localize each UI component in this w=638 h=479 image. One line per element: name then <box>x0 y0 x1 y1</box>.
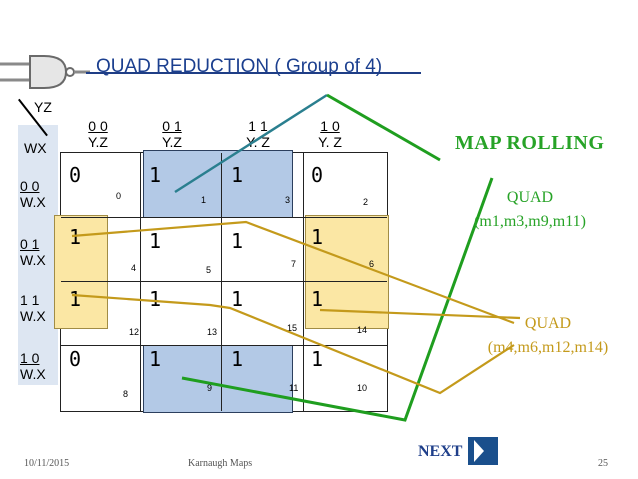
column-header-10: 1 0 Y. Z <box>318 118 342 150</box>
cell-index-m11: 11 <box>289 383 299 393</box>
karnaugh-map: 0 0 1 1 1 3 0 2 1 4 1 5 1 7 1 6 1 12 1 1… <box>54 150 389 413</box>
cell-value-m13: 1 <box>149 287 162 311</box>
row-header-band <box>18 125 58 385</box>
row-header-00: 0 0 W.X <box>20 178 46 210</box>
cell-index-m5: 5 <box>206 265 212 275</box>
cell-value-m9: 1 <box>149 347 162 371</box>
cell-value-m10: 1 <box>311 347 324 371</box>
connector-yellow-b <box>71 293 515 395</box>
cell-index-m14: 14 <box>357 325 368 335</box>
cell-value-m1: 1 <box>149 163 162 187</box>
chevron-right-icon <box>474 440 484 462</box>
cell-value-m0: 0 <box>69 163 82 187</box>
cell-index-m6: 6 <box>369 259 375 269</box>
cell-index-m10: 10 <box>357 383 368 393</box>
slide-title: QUAD REDUCTION ( Group of 4) <box>96 56 383 77</box>
cell-value-m14: 1 <box>311 287 324 311</box>
footer-date: 10/11/2015 <box>24 458 70 469</box>
cell-value-m3: 1 <box>231 163 244 187</box>
title-underline <box>86 72 421 74</box>
map-rolling-label: MAP ROLLING <box>455 132 605 154</box>
and-gate-icon <box>0 55 90 89</box>
next-label[interactable]: NEXT <box>418 443 463 460</box>
connector-green-b <box>181 177 494 422</box>
column-header-11: 1 1 Y. Z <box>246 118 270 150</box>
cell-index-m2: 2 <box>363 197 369 207</box>
corner-label-yz: YZ <box>34 99 52 115</box>
cell-index-m9: 9 <box>207 383 213 393</box>
page-number: 25 <box>598 458 608 469</box>
cell-index-m12: 12 <box>129 327 140 337</box>
cell-index-m1: 1 <box>201 195 207 205</box>
cell-value-m11: 1 <box>231 347 244 371</box>
quad-highlight-bottom-blue <box>143 345 293 413</box>
cell-value-m7: 1 <box>231 229 244 253</box>
quad-label-blue-group: QUAD (m1,m3,m9,m11) <box>474 189 586 230</box>
column-header-00: 0 0 Y.Z <box>88 118 108 150</box>
connector-green-a <box>326 93 441 162</box>
cell-index-m8: 8 <box>123 389 129 399</box>
cell-index-m3: 3 <box>285 195 291 205</box>
quad-label-yellow-group: QUAD (m4,m6,m12,m14) <box>487 315 609 356</box>
cell-value-m15: 1 <box>231 287 244 311</box>
corner-label-wx: WX <box>24 140 47 156</box>
connector-yellow-a <box>71 220 515 325</box>
cell-index-m13: 13 <box>207 327 218 337</box>
cell-value-m4: 1 <box>69 225 82 249</box>
quad-highlight-top-blue <box>143 150 293 218</box>
cell-value-m6: 1 <box>311 225 324 249</box>
cell-index-m4: 4 <box>131 263 137 273</box>
cell-value-m8: 0 <box>69 347 82 371</box>
footer-title: Karnaugh Maps <box>188 458 253 469</box>
cell-index-m0: 0 <box>116 191 122 201</box>
cell-index-m7: 7 <box>291 259 297 269</box>
connector-teal <box>174 93 328 194</box>
connector-yellow-c <box>319 308 521 320</box>
cell-value-m5: 1 <box>149 229 162 253</box>
column-header-01: 0 1 Y.Z <box>162 118 182 150</box>
cell-value-m2: 0 <box>311 163 324 187</box>
row-header-10: 1 0 W.X <box>20 350 46 382</box>
cell-value-m12: 1 <box>69 287 82 311</box>
cell-index-m15: 15 <box>287 323 298 333</box>
row-header-01: 0 1 W.X <box>20 236 46 268</box>
row-header-11: 1 1 W.X <box>20 292 46 324</box>
next-button[interactable] <box>468 437 498 465</box>
